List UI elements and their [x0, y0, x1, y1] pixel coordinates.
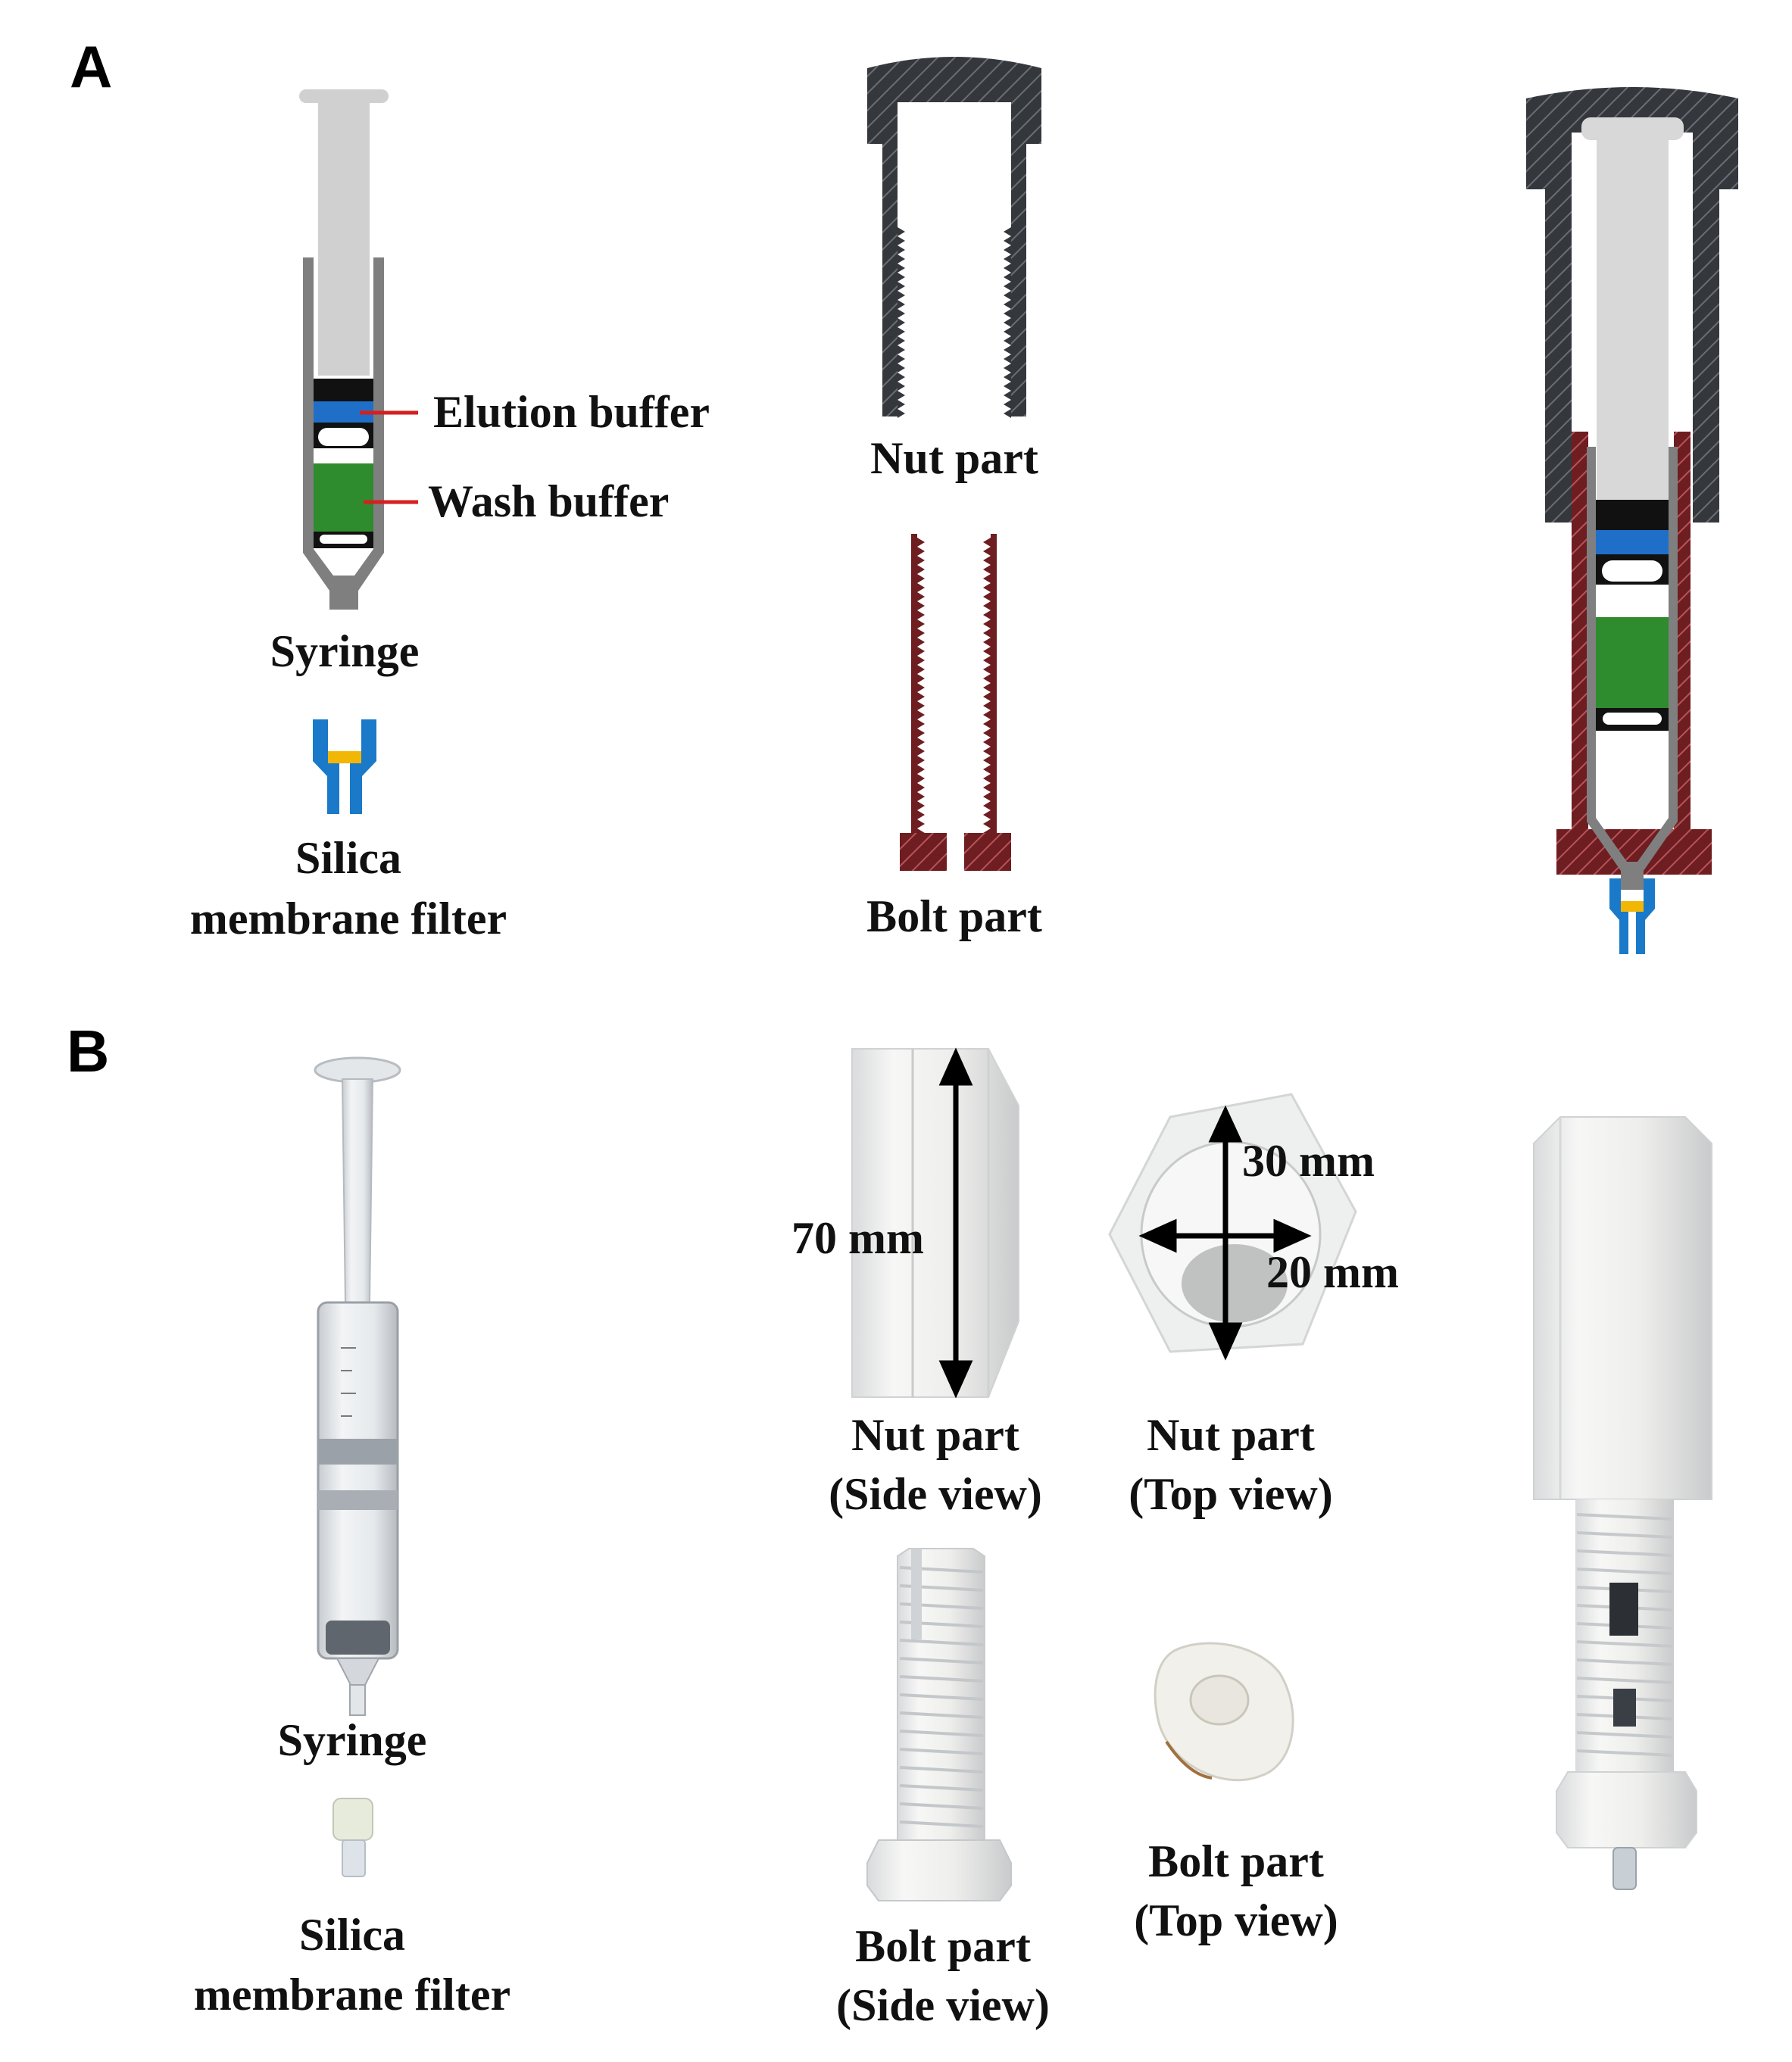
filter-label-a-line1: Silica	[295, 833, 401, 883]
nut-top-label-line1: Nut part	[1147, 1410, 1315, 1460]
panel-a-letter: A	[70, 33, 112, 100]
syringe-schematic	[299, 89, 389, 610]
bolt-side-photo	[866, 1548, 1012, 1901]
dimension-70mm-label: 70 mm	[791, 1213, 924, 1263]
elution-buffer-label: Elution buffer	[433, 387, 710, 437]
dimension-cross-arrows	[1138, 1105, 1312, 1361]
assembled-schematic	[1526, 87, 1738, 954]
syringe-label-a: Syringe	[270, 626, 420, 676]
bolt-side-label-line1: Bolt part	[855, 1921, 1031, 1971]
nut-side-label-line2: (Side view)	[829, 1469, 1042, 1519]
bolt-part-schematic	[900, 534, 1011, 871]
filter-label-b-line1: Silica	[299, 1910, 405, 1960]
syringe-photo	[314, 1056, 401, 1716]
nut-side-photo	[851, 1048, 1019, 1398]
silica-filter-photo	[332, 1798, 373, 1877]
nut-part-schematic	[867, 57, 1041, 418]
bolt-top-label-line2: (Top view)	[1134, 1895, 1338, 1945]
panel-b-letter: B	[67, 1018, 109, 1084]
dimension-20mm-label: 20 mm	[1266, 1247, 1399, 1297]
dimension-arrow-70mm	[938, 1047, 973, 1399]
bolt-side-label-line2: (Side view)	[836, 1980, 1050, 2030]
nut-part-label-a: Nut part	[870, 433, 1038, 483]
silica-filter-schematic	[313, 719, 376, 814]
nut-top-label-line2: (Top view)	[1129, 1469, 1332, 1519]
bolt-part-label-a: Bolt part	[866, 891, 1042, 941]
nut-top-photo	[1108, 1093, 1357, 1353]
bolt-top-label-line1: Bolt part	[1148, 1836, 1324, 1886]
filter-label-b-line2: membrane filter	[194, 1970, 510, 2020]
syringe-label-b: Syringe	[278, 1715, 427, 1765]
nut-side-label-line1: Nut part	[851, 1410, 1019, 1460]
assembled-photo	[1533, 1116, 1712, 1890]
wash-buffer-band	[314, 463, 373, 532]
wash-buffer-label: Wash buffer	[428, 476, 669, 526]
dimension-30mm-label: 30 mm	[1242, 1136, 1375, 1186]
filter-label-a-line2: membrane filter	[190, 894, 507, 944]
bolt-top-photo	[1154, 1642, 1294, 1782]
